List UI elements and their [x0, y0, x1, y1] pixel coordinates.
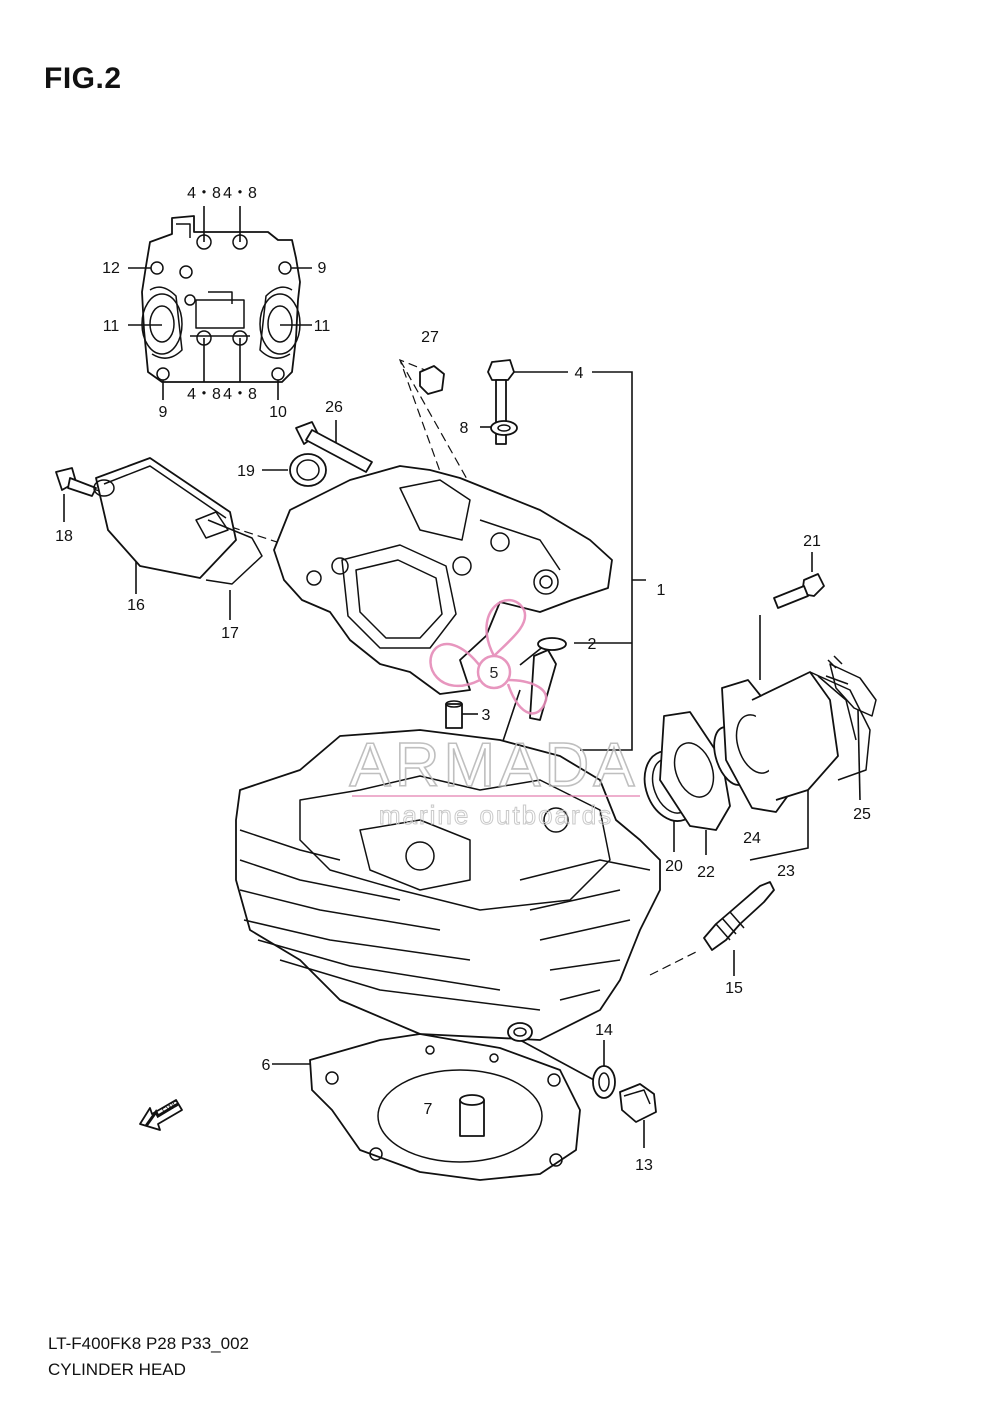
inset-label-bottom-far-right: 10 [269, 404, 287, 421]
callout-3: 3 [482, 707, 491, 724]
callout-18: 18 [55, 528, 73, 545]
o-ring-2 [537, 637, 567, 651]
clamp-25 [827, 655, 877, 717]
callout-4: 4 [575, 365, 584, 382]
callout-16: 16 [127, 597, 145, 614]
callout-27: 27 [421, 329, 439, 346]
plug-13 [619, 1083, 657, 1123]
inset-label-bottom-far-left: 9 [159, 404, 168, 421]
callout-26: 26 [325, 399, 343, 416]
callout-19: 19 [237, 463, 255, 480]
watermark-tagline: marine outboards [379, 800, 613, 830]
gasket-17 [205, 519, 263, 585]
inset-label-top-left: 4・8 [187, 185, 221, 202]
dowel-3 [445, 700, 463, 729]
watermark-logo: 5 [429, 598, 548, 715]
cover-16 [93, 457, 237, 579]
intake-pipe-23 [721, 671, 871, 813]
spark-plug-15 [703, 881, 775, 951]
seal-19 [289, 453, 327, 487]
callout-1: 1 [657, 582, 666, 599]
fwd-arrow-icon: FWD [139, 1099, 183, 1131]
head-gasket-6 [309, 1033, 581, 1181]
callout-8: 8 [460, 420, 469, 437]
inset-label-left-upper: 12 [102, 260, 120, 277]
inset-sequence-labels: 4・8 4・8 4・8 4・8 12 9 11 11 9 10 [102, 185, 330, 421]
callout-15: 15 [725, 980, 743, 997]
bolt-26 [295, 421, 373, 473]
dowel-7 [459, 1094, 485, 1137]
inset-label-bottom-left: 4・8 [187, 386, 221, 403]
cam-housing [273, 465, 613, 695]
callout-25: 25 [853, 806, 871, 823]
callout-numbers: 1 2 3 4 6 7 8 13 14 15 16 17 18 19 20 21… [55, 329, 871, 1174]
washer-8 [490, 420, 518, 436]
callout-6: 6 [262, 1057, 271, 1074]
callout-14: 14 [595, 1022, 613, 1039]
watermark-brand: ARMADA [349, 731, 638, 800]
bolt-21 [773, 573, 825, 609]
figure-name: CYLINDER HEAD [48, 1360, 186, 1379]
callout-22: 22 [697, 864, 715, 881]
callout-13: 13 [635, 1157, 653, 1174]
inset-label-right-upper: 9 [318, 260, 327, 277]
part-5 [529, 649, 557, 721]
watermark-logo-label: 5 [490, 665, 499, 682]
callout-21: 21 [803, 533, 821, 550]
washer-14 [592, 1065, 616, 1099]
cylinder-head [235, 729, 661, 1042]
inset-label-left-mid: 11 [103, 318, 120, 335]
figure-code: LT-F400FK8 P28 P33_002 [48, 1334, 249, 1353]
nut-27 [419, 365, 445, 395]
bolt-18 [55, 467, 97, 497]
callout-23: 23 [777, 863, 795, 880]
inset-label-right-mid: 11 [314, 318, 331, 335]
inset-label-top-right: 4・8 [223, 185, 257, 202]
callout-24: 24 [743, 830, 761, 847]
gasket-22 [659, 711, 731, 831]
watermark: 5 ARMADA marine outboards [349, 598, 640, 831]
callout-20: 20 [665, 858, 683, 875]
inset-label-bottom-right: 4・8 [223, 386, 257, 403]
figure-title: FIG.2 [44, 62, 122, 95]
callout-17: 17 [221, 625, 239, 642]
callout-2: 2 [588, 636, 597, 653]
callout-7: 7 [424, 1101, 433, 1118]
inset-head-top-view [128, 206, 312, 400]
